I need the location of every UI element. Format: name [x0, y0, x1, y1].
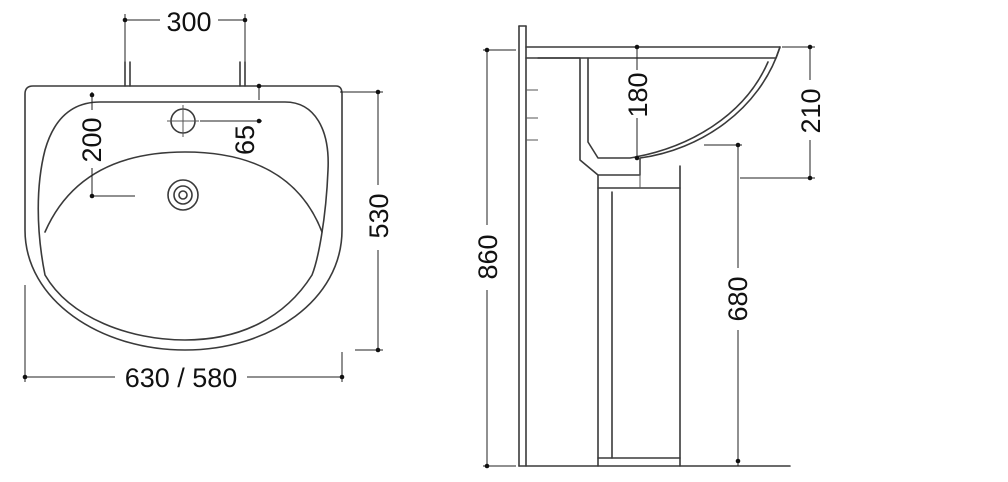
dimension-label-180: 180	[623, 72, 653, 117]
pedestal	[597, 160, 681, 467]
dimension-label-200: 200	[77, 117, 107, 162]
tap-pipes	[124, 61, 246, 87]
dimension-label-860: 860	[473, 234, 503, 279]
dimension-label-65: 65	[230, 125, 260, 155]
basin-outer-rim	[24, 85, 343, 351]
basin-top-rim	[525, 46, 781, 59]
basin-side-view	[518, 25, 791, 467]
basin-side-body	[537, 46, 781, 176]
dimension-label-680: 680	[723, 276, 753, 321]
drain-hole	[167, 179, 199, 211]
basin-floor-edge	[44, 151, 323, 233]
dimension-label-530: 530	[364, 193, 394, 238]
basin-side-bowl	[587, 57, 769, 159]
tap-hole	[167, 105, 199, 137]
basin-front-view	[24, 61, 343, 351]
wall	[518, 25, 538, 467]
dimension-label-300: 300	[166, 7, 211, 37]
dimension-label-630-580: 630 / 580	[125, 363, 238, 393]
side-view-dimensions: 860 180 210 680	[473, 44, 826, 469]
front-view-dimensions: 300 200 65 530 630 / 580	[22, 7, 394, 393]
basin-inner-bowl	[37, 101, 329, 341]
dimension-label-210: 210	[796, 88, 826, 133]
